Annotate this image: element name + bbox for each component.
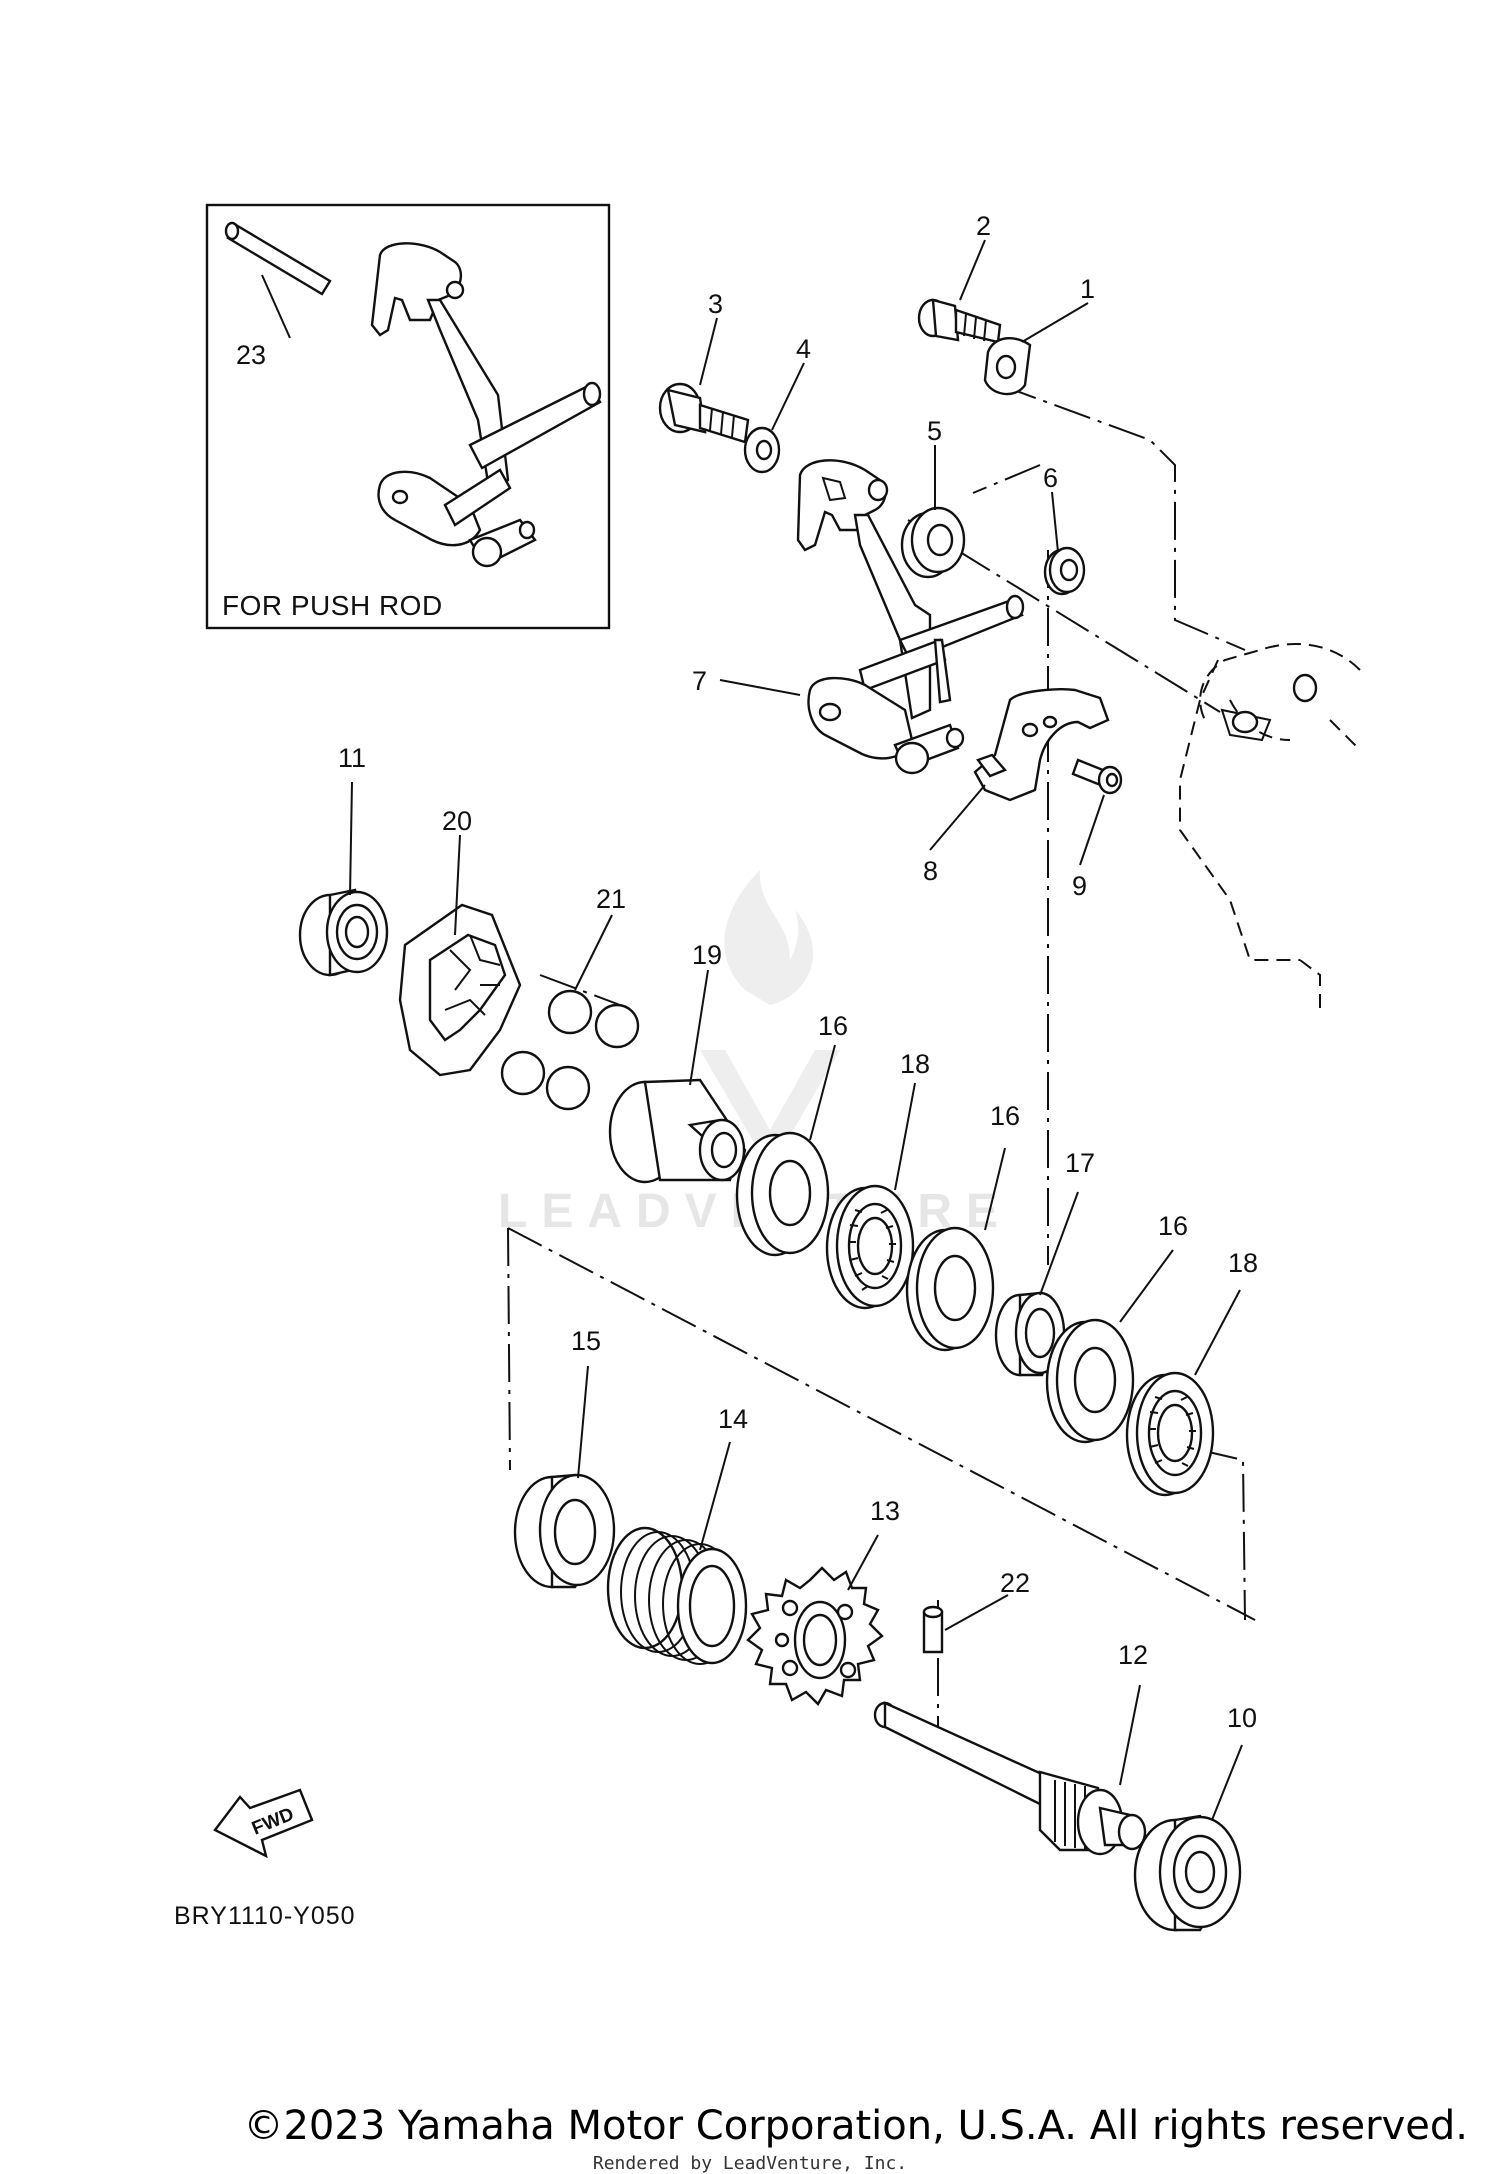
part-1-lock-plate xyxy=(983,337,1032,396)
part-9-screw xyxy=(1071,758,1123,795)
part-14-spring xyxy=(606,1526,748,1665)
callout-1: 1 xyxy=(1080,274,1095,304)
callout-16a: 16 xyxy=(818,1011,848,1041)
callout-20: 20 xyxy=(442,806,472,836)
callout-18b: 18 xyxy=(1228,1248,1258,1278)
diagram-code: BRY1110-Y050 xyxy=(174,1902,356,1930)
callout-23: 23 xyxy=(236,340,266,370)
part-18-thrust-bearing-a xyxy=(825,1184,915,1310)
part-16-washer-c xyxy=(1045,1318,1135,1444)
part-10-bearing xyxy=(1133,1814,1242,1932)
part-12-kick-axle xyxy=(873,1701,1147,1856)
part-3-flange-bolt xyxy=(658,382,750,444)
callout-14: 14 xyxy=(718,1404,748,1434)
part-23-push-rod xyxy=(224,221,332,296)
callout-15: 15 xyxy=(571,1326,601,1356)
inset-lever-assembly xyxy=(370,242,602,568)
callout-17: 17 xyxy=(1065,1148,1095,1178)
callout-10: 10 xyxy=(1227,1703,1257,1733)
callout-4: 4 xyxy=(796,334,811,364)
part-16-washer-b xyxy=(905,1226,995,1352)
part-22-pin xyxy=(922,1605,944,1654)
fwd-arrow-icon: FWD xyxy=(213,1788,314,1859)
inset-title: FOR PUSH ROD xyxy=(222,590,443,621)
callout-21: 21 xyxy=(596,884,626,914)
part-16-washer-a xyxy=(735,1131,830,1257)
leader-lines xyxy=(261,239,1243,1821)
callout-9: 9 xyxy=(1072,871,1087,901)
callout-22: 22 xyxy=(1000,1568,1030,1598)
part-21-balls xyxy=(500,989,640,1111)
copyright-text: ©2023 Yamaha Motor Corporation, U.S.A. A… xyxy=(243,2103,1468,2149)
callout-19: 19 xyxy=(692,940,722,970)
part-8-bracket xyxy=(973,688,1110,802)
callout-12: 12 xyxy=(1118,1640,1148,1670)
part-2-bolt xyxy=(917,298,1002,344)
callout-3: 3 xyxy=(708,289,723,319)
exploded-parts-diagram: LEADVENTURE FOR PUSH ROD xyxy=(174,203,1361,1932)
part-20-ball-retainer xyxy=(398,903,522,1077)
callout-labels: 2 1 3 4 5 6 7 8 9 10 11 12 13 14 15 16 1… xyxy=(236,211,1258,1733)
part-13-gear xyxy=(746,1566,884,1706)
part-7-lever-assembly xyxy=(796,459,1025,775)
callout-11: 11 xyxy=(338,743,366,773)
part-4-washer xyxy=(743,426,781,474)
part-11-bearing xyxy=(298,888,389,977)
callout-6: 6 xyxy=(1043,463,1058,493)
push-rod-inset: FOR PUSH ROD xyxy=(205,203,611,630)
callout-7: 7 xyxy=(692,666,707,696)
engine-case-outline xyxy=(1179,643,1361,1010)
callout-2: 2 xyxy=(976,211,991,241)
callout-16c: 16 xyxy=(1158,1211,1188,1241)
part-6-oil-seal xyxy=(1043,546,1086,596)
callout-18a: 18 xyxy=(900,1049,930,1079)
callout-5: 5 xyxy=(927,416,942,446)
part-5-collar xyxy=(900,506,966,579)
callout-8: 8 xyxy=(923,856,938,886)
part-19-collar xyxy=(608,1078,747,1184)
part-18-thrust-bearing-b xyxy=(1125,1371,1215,1497)
part-15-oil-seal xyxy=(513,1473,616,1589)
copyright-notice: ©2023 Yamaha Motor Corporation, U.S.A. A… xyxy=(0,2103,1500,2149)
rendered-by-text: Rendered by LeadVenture, Inc. xyxy=(592,2153,908,2174)
callout-16b: 16 xyxy=(990,1101,1020,1131)
callout-13: 13 xyxy=(870,1496,900,1526)
